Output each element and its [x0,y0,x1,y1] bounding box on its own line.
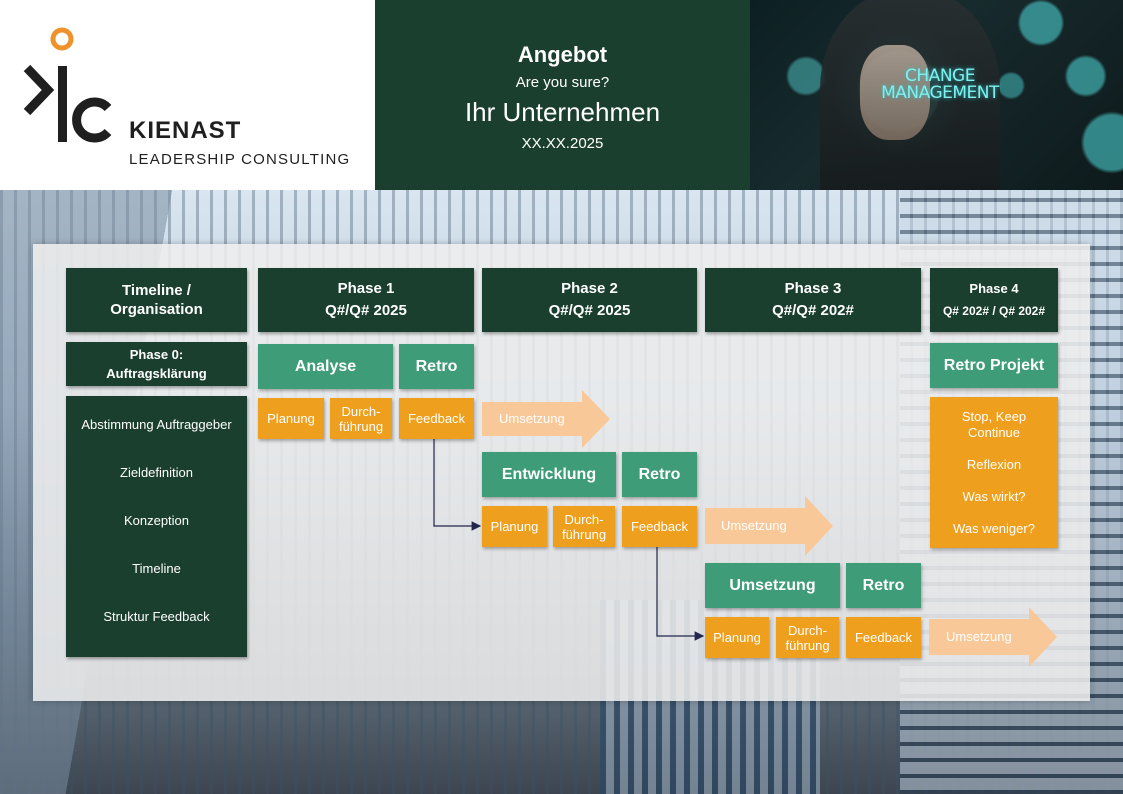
step-feedback: Feedback [399,398,474,439]
step-durchfuehrung: Durch- führung [330,398,392,439]
title-panel: Angebot Are you sure? Ihr Unternehmen XX… [375,0,750,190]
step-feedback: Feedback [846,617,921,658]
umsetzung-arrow-phase3-label: Umsetzung [946,629,1012,644]
hand-figure [860,45,930,140]
logo-panel: KIENAST LEADERSHIP CONSULTING [0,0,375,190]
photo-caption: CHANGE MANAGEMENT [881,66,999,103]
step-durchfuehrung-label: Durch- führung [561,511,607,542]
retro-phase2: Retro [622,452,697,497]
phase0-item: Konzeption [123,513,190,528]
phase1-name: Phase 1 [337,280,395,297]
phase3-period: Q#/Q# 202# [772,302,854,319]
phase0-list: Abstimmung Auftraggeber Zieldefinition K… [66,396,247,657]
stage-umsetzung: Umsetzung [705,563,840,608]
brand-name: KIENAST [129,117,242,144]
phase0-title: Phase 0: [129,347,184,362]
umsetzung-arrow-phase1 [482,390,610,448]
header-timeline: Timeline / Organisation [66,268,247,332]
step-feedback-label: Feedback [407,411,466,426]
connector-phase1-to-phase2 [433,438,482,531]
step-planung: Planung [482,506,547,547]
stage-entwicklung: Entwicklung [482,452,616,497]
step-feedback-label: Feedback [630,519,689,534]
company-name: Ihr Unternehmen [464,97,661,127]
phase0-item: Zieldefinition [120,465,193,480]
stage-retro-projekt: Retro Projekt [930,343,1058,388]
step-planung: Planung [705,617,769,658]
step-durchfuehrung-label: Durch- führung [338,403,384,434]
retro-item: Reflexion [966,457,1022,472]
connector-phase2-to-phase3 [656,547,705,641]
retro-item: Was weniger? [953,521,1035,536]
stage-umsetzung-label: Umsetzung [729,576,816,594]
step-feedback: Feedback [622,506,697,547]
retro-phase2-label: Retro [638,465,681,483]
umsetzung-arrow-phase1-label: Umsetzung [499,411,565,426]
stage-analyse-label: Analyse [294,357,357,375]
phase1-period: Q#/Q# 2025 [325,302,407,319]
change-management-photo: CHANGE MANAGEMENT [750,0,1123,190]
phase2-period: Q#/Q# 2025 [548,302,631,319]
offer-subtitle: Are you sure? [515,74,610,91]
retro-phase3: Retro [846,563,921,608]
offer-date: XX.XX.2025 [521,135,604,152]
header-phase3: Phase 3 Q#/Q# 202# [705,268,921,332]
step-durchfuehrung: Durch- führung [776,617,839,658]
phase0-subtitle: Auftragsklärung [106,366,207,381]
stage-entwicklung-label: Entwicklung [501,465,597,483]
step-durchfuehrung: Durch- führung [553,506,615,547]
retro-item: Was wirkt? [962,489,1026,504]
retro-phase1: Retro [399,344,474,389]
header-timeline-label: Timeline / Organisation [110,282,203,318]
step-planung-label: Planung [713,630,761,645]
offer-title: Angebot [517,42,608,67]
header-phase2: Phase 2 Q#/Q# 2025 [482,268,697,332]
stage-retro-projekt-label: Retro Projekt [943,356,1045,374]
stage-analyse: Analyse [258,344,393,389]
header-phase1: Phase 1 Q#/Q# 2025 [258,268,474,332]
umsetzung-arrow-phase3 [929,607,1057,667]
phase3-name: Phase 3 [784,280,842,297]
phase0-item: Abstimmung Auftraggeber [81,417,232,432]
retro-phase3-label: Retro [862,576,905,594]
umsetzung-arrow-phase2-label: Umsetzung [721,518,787,533]
step-feedback-label: Feedback [854,630,913,645]
phase0-item: Struktur Feedback [103,609,210,624]
kienast-logo-icon [23,27,112,143]
phase4-name: Phase 4 [969,281,1019,296]
brand-tagline: LEADERSHIP CONSULTING [129,151,351,168]
phase0-header: Phase 0: Auftragsklärung [66,342,247,386]
umsetzung-arrow-phase2 [705,496,833,556]
header-phase4: Phase 4 Q# 202# / Q# 202# [930,268,1058,332]
step-durchfuehrung-label: Durch- führung [785,622,830,653]
step-planung-label: Planung [267,411,315,426]
phase0-item: Timeline [132,561,181,576]
retro-phase1-label: Retro [415,357,458,375]
phase2-name: Phase 2 [561,280,618,297]
retro-projekt-list: Stop, Keep Continue Reflexion Was wirkt?… [930,397,1058,548]
step-planung-label: Planung [490,519,539,534]
step-planung: Planung [258,398,324,439]
phase4-period: Q# 202# / Q# 202# [942,304,1046,318]
retro-item: Stop, Keep Continue [961,409,1027,440]
